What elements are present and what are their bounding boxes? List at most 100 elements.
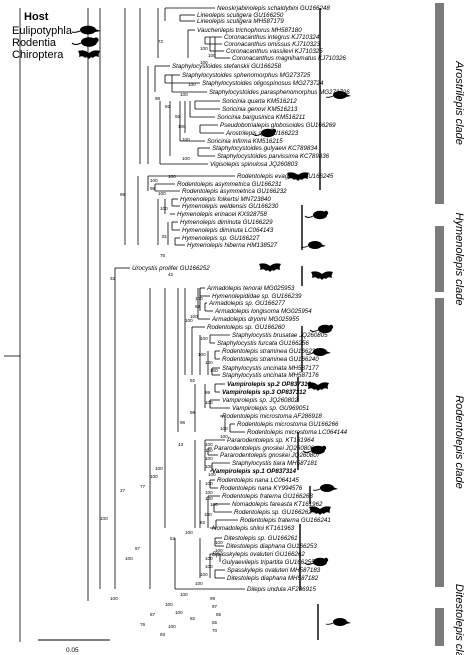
bat-icon xyxy=(78,50,100,59)
tip-label: Coronacanthus integrus KJ710324 xyxy=(224,34,320,41)
shrew-icon xyxy=(312,484,338,492)
support-value: 32 xyxy=(110,276,116,281)
support-value: 53 xyxy=(170,536,176,541)
shrew-icon xyxy=(325,618,351,626)
support-value: 100 xyxy=(208,53,216,58)
support-value: 82 xyxy=(200,520,206,525)
rodent-icon xyxy=(71,37,99,47)
tip-label: Rodentolepis fraterna GU166268 xyxy=(222,493,313,500)
legend-label: Eulipotyphla xyxy=(12,25,73,37)
support-value: 100 xyxy=(200,60,208,65)
support-value: 100 xyxy=(178,124,186,129)
shrew-icon xyxy=(305,348,331,356)
legend-label: Chiroptera xyxy=(12,49,64,61)
tip-label: Rodentolepis sp. GU166262 xyxy=(234,509,312,516)
tip-label: Lineolepis scutigera GU166250 xyxy=(197,12,284,19)
support-value: 96 xyxy=(180,420,186,425)
clade-bar-ditestolepis xyxy=(435,608,444,646)
tip-label: Staphylocystis furcata GU166256 xyxy=(217,340,309,347)
tip-label: Nomadolepis fareasta KT161962 xyxy=(232,501,323,508)
tip-label: Lineolepis scutigera MH587179 xyxy=(197,18,284,25)
tip-label: Rodentolepis asymmetrica GU166232 xyxy=(182,188,287,195)
support-value: 100 xyxy=(205,360,213,365)
tree-branches xyxy=(4,7,245,642)
tip-label: Vampirolepis sp.2 OP837313 xyxy=(227,381,312,388)
support-value: 100 xyxy=(205,564,213,569)
tip-label: Staphylocystoides stefanskii GU166258 xyxy=(172,63,282,70)
tip-label: Rodentolepis sp. GU166260 xyxy=(207,324,285,331)
support-value: 96 xyxy=(190,410,196,415)
support-value: 100 xyxy=(205,448,213,453)
support-value: 93 xyxy=(160,632,166,637)
support-value: 100 xyxy=(220,434,228,439)
support-value: 100 xyxy=(180,92,188,97)
clade-bar-arostrilepis xyxy=(435,3,444,204)
tip-label: Staphylocystoides gulyaevi KC789834 xyxy=(212,145,318,152)
support-value: 100 xyxy=(205,400,213,405)
support-value: 100 xyxy=(185,318,193,323)
clade-bar-rodentolepis xyxy=(435,298,444,587)
support-value: 100 xyxy=(210,502,218,507)
tip-label: Rodentolepis nana KY994576 xyxy=(220,485,303,492)
tip-label: Rodentolepis fraterna GU166241 xyxy=(240,517,331,524)
support-value: 100 xyxy=(205,496,213,501)
support-value: 100 xyxy=(215,548,223,553)
legend-label: Rodentia xyxy=(12,37,57,49)
tip-label: Vaucherilepis trichophorus MH587180 xyxy=(197,27,302,34)
legend-title: Host xyxy=(24,11,49,23)
tip-label: Pararodentolepis sp. KT161964 xyxy=(227,437,315,444)
support-value: 82 xyxy=(190,616,196,621)
tip-label: Hymenolepis erinacei KX928758 xyxy=(177,211,267,218)
support-value: 75 xyxy=(160,253,166,258)
support-value: 100 xyxy=(200,572,208,577)
tip-label: Hymenolepis diminuta GU166229 xyxy=(180,219,273,226)
clade-label-ditestolepis: Ditestolepis clade xyxy=(453,584,465,655)
shrew-icon xyxy=(71,25,101,35)
support-value: 42 xyxy=(168,272,174,277)
legend-item-eulipotyphla: Eulipotyphla xyxy=(12,25,101,37)
tip-label: Staphylocystis uncinata MH587177 xyxy=(222,365,319,372)
rodent-icon xyxy=(302,445,327,455)
support-value: 55 xyxy=(212,620,218,625)
host-icons xyxy=(252,91,351,626)
tip-label: Rodentolepis microstoma GU166266 xyxy=(237,421,339,428)
support-value: 100 xyxy=(220,426,228,431)
clade-bar-hymenolepis xyxy=(435,226,444,292)
support-value: 100 xyxy=(100,516,108,521)
clade-label-arostrilepis: Arostrilepis clade xyxy=(453,60,465,145)
support-value: 72 xyxy=(158,39,164,44)
support-value: 100 xyxy=(165,602,173,607)
tip-label: Spasskylepis ovaluteri MH587183 xyxy=(227,567,321,574)
support-value: 100 xyxy=(190,314,198,319)
legend-item-rodentia: Rodentia xyxy=(12,37,99,49)
support-value: 27 xyxy=(120,488,126,493)
support-value: 98 xyxy=(155,96,161,101)
tip-label: Pseudobotrialepis globosoides GU166269 xyxy=(220,122,336,129)
tip-label: Soricinia infirma KM516215 xyxy=(207,138,283,145)
support-value: 100 xyxy=(125,556,133,561)
support-value: 100 xyxy=(205,464,213,469)
tip-label: Soricinia quarta KM516212 xyxy=(222,98,297,105)
bat-icon xyxy=(311,271,333,280)
tip-label: Rodentolepis nana LC064145 xyxy=(217,477,299,484)
support-value: 85 xyxy=(216,612,222,617)
tip-label: Nomadolepis shiloi KT161963 xyxy=(212,525,295,532)
support-value: 66 xyxy=(195,304,201,309)
tip-label: Staphylocystis tiara MH587181 xyxy=(232,460,317,467)
tip-label: Spasskylepis ovaluteri GU166262 xyxy=(212,551,305,558)
support-value: 92 xyxy=(165,104,171,109)
support-value: 100 xyxy=(205,556,213,561)
shrew-icon xyxy=(300,241,326,249)
tip-label: Hymenolepis folkertsi MN723840 xyxy=(180,196,271,203)
support-value: 100 xyxy=(182,156,190,161)
tip-label: Staphylocystoides sphenomorphus MG273725 xyxy=(182,72,311,79)
support-value: 100 xyxy=(160,206,168,211)
support-value: 70 xyxy=(212,628,218,633)
support-value: 100 xyxy=(195,581,203,586)
support-value: 100 xyxy=(198,352,206,357)
support-value: 100 xyxy=(205,481,213,486)
tip-label: Vampirolepis sp.3 OP837312 xyxy=(222,389,307,396)
tip-label: Pararodentolepis gnoskei JQ260806 xyxy=(214,445,315,452)
tip-label: Armadolepis dryomi MG025955 xyxy=(211,316,300,323)
